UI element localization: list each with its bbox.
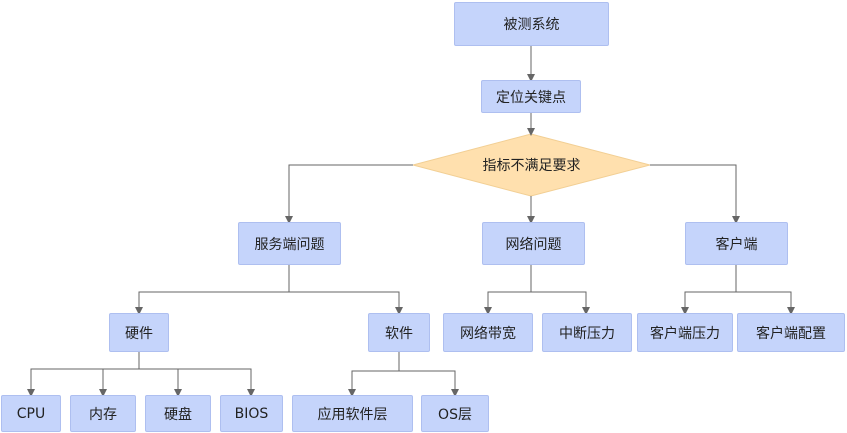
- node-bios: BIOS: [220, 395, 283, 432]
- edge-server-software: [289, 291, 403, 315]
- node-os-layer: OS层: [421, 395, 489, 432]
- edge-network-bandwidth: [484, 265, 532, 315]
- decision-label: 指标不满足要求: [482, 158, 581, 174]
- edge-software-os: [399, 370, 459, 397]
- edge-client-pressure: [681, 265, 737, 315]
- node-system: 被测系统: [454, 2, 609, 46]
- node-locate: 定位关键点: [481, 80, 581, 113]
- node-client-config: 客户端配置: [737, 313, 845, 352]
- node-client: 客户端: [685, 222, 788, 265]
- node-hardware: 硬件: [109, 313, 169, 352]
- node-interrupt: 中断压力: [542, 313, 632, 352]
- edge-software-app: [348, 352, 400, 397]
- edge-decision-server: [285, 164, 413, 224]
- edge-hardware-cpu: [27, 352, 140, 397]
- edge-server-hardware: [135, 265, 290, 315]
- edge-network-interrupt: [531, 291, 590, 315]
- node-cpu: CPU: [1, 395, 61, 432]
- edge-decision-client: [650, 164, 740, 224]
- node-server: 服务端问题: [238, 222, 341, 265]
- edge-hardware-bios: [139, 368, 255, 397]
- node-client-pressure: 客户端压力: [637, 313, 733, 352]
- node-software: 软件: [368, 313, 430, 352]
- node-disk: 硬盘: [145, 395, 211, 432]
- node-memory: 内存: [70, 395, 136, 432]
- node-network: 网络问题: [482, 222, 585, 265]
- node-bandwidth: 网络带宽: [443, 313, 533, 352]
- node-app-layer: 应用软件层: [292, 395, 413, 432]
- edge-client-config: [736, 291, 795, 315]
